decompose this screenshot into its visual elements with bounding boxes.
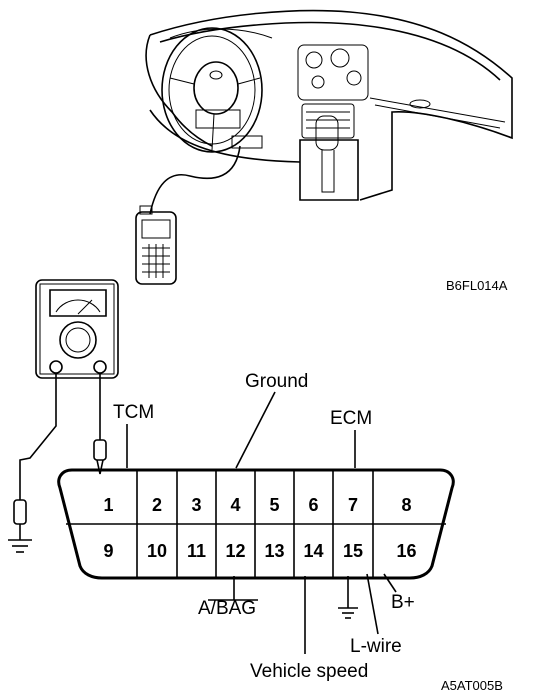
pin-14: 14 (303, 541, 323, 561)
pin-15: 15 (343, 541, 363, 561)
scan-tool-cable (149, 145, 241, 215)
label-tcm: TCM (113, 402, 154, 423)
leader-lines (126, 391, 397, 654)
scan-tool-icon (135, 205, 177, 285)
pin-4: 4 (230, 495, 240, 515)
probe-lead-black (19, 373, 57, 500)
label-ecm: ECM (330, 408, 372, 429)
pin-11: 11 (187, 541, 206, 561)
label-bplus: B+ (391, 592, 415, 613)
pin-8: 8 (401, 495, 411, 515)
pin-9: 9 (103, 541, 113, 561)
label-abag: A/BAG (198, 598, 256, 619)
ground-symbol-icon (8, 499, 32, 553)
dashboard-illustration (145, 9, 513, 201)
pin-16: 16 (396, 541, 416, 561)
figure-code-bottom: A5AT005B (441, 678, 503, 693)
pin-5: 5 (269, 495, 279, 515)
pin-13: 13 (264, 541, 284, 561)
label-lwire: L-wire (350, 636, 402, 657)
pin-7: 7 (348, 495, 358, 515)
pin-10: 10 (147, 541, 167, 561)
probe-icon (93, 439, 107, 475)
figure-code-top: B6FL014A (446, 278, 508, 293)
pin-2: 2 (152, 495, 162, 515)
multimeter-icon (35, 279, 119, 379)
pin-1: 1 (103, 495, 113, 515)
pin-14-cell (296, 526, 332, 576)
label-vehicle-speed: Vehicle speed (250, 661, 368, 682)
pin-12: 12 (225, 541, 245, 561)
label-ground: Ground (245, 371, 308, 392)
pin-6: 6 (308, 495, 318, 515)
pin-3: 3 (191, 495, 201, 515)
